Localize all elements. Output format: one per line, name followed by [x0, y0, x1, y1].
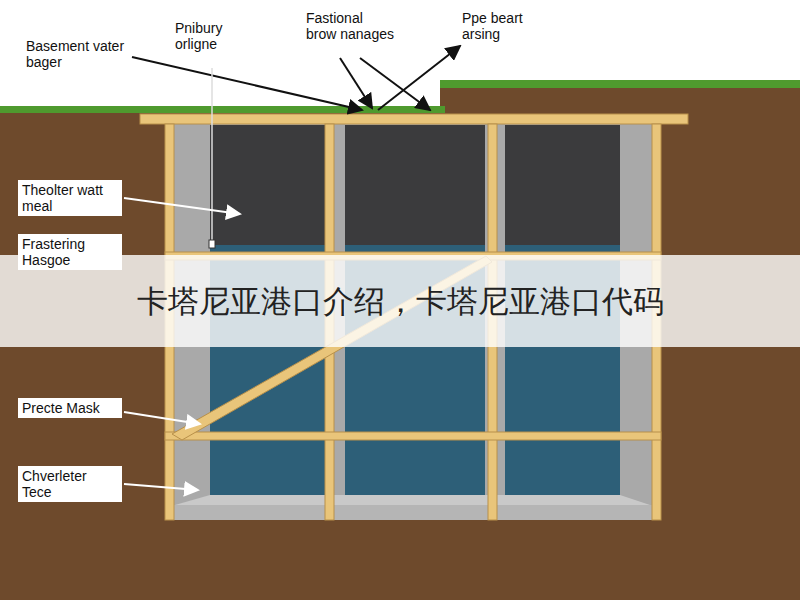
leader-line: [124, 198, 240, 214]
dark-panel: [210, 125, 325, 250]
floor: [172, 505, 652, 520]
grass: [440, 80, 800, 88]
part-label: Chverleter Tece: [18, 466, 122, 502]
dark-panel: [345, 125, 485, 250]
dark-panel: [505, 125, 620, 250]
leader-line: [211, 68, 213, 242]
leader-line: [124, 412, 200, 424]
part-label: Pnibury orligne: [175, 20, 255, 52]
leader-line: [340, 58, 372, 108]
leader-line: [124, 484, 198, 490]
part-label: Theolter watt meal: [18, 180, 122, 216]
gauge-tag: [209, 240, 215, 248]
watermark-text: 卡塔尼亚港口介绍，卡塔尼亚港口代码: [0, 281, 800, 321]
leader-line: [360, 58, 430, 110]
part-label: Ppe beart arsing: [462, 10, 552, 42]
floor: [175, 495, 650, 505]
leader-line: [132, 57, 362, 110]
part-label: Precte Mask: [18, 398, 122, 418]
soil: [0, 112, 800, 600]
part-label: Basement vater bager: [26, 38, 136, 70]
part-label: Fastional brow nanages: [306, 10, 396, 42]
part-label: Frastering Hasgoe: [18, 234, 122, 270]
leader-line: [378, 46, 460, 110]
